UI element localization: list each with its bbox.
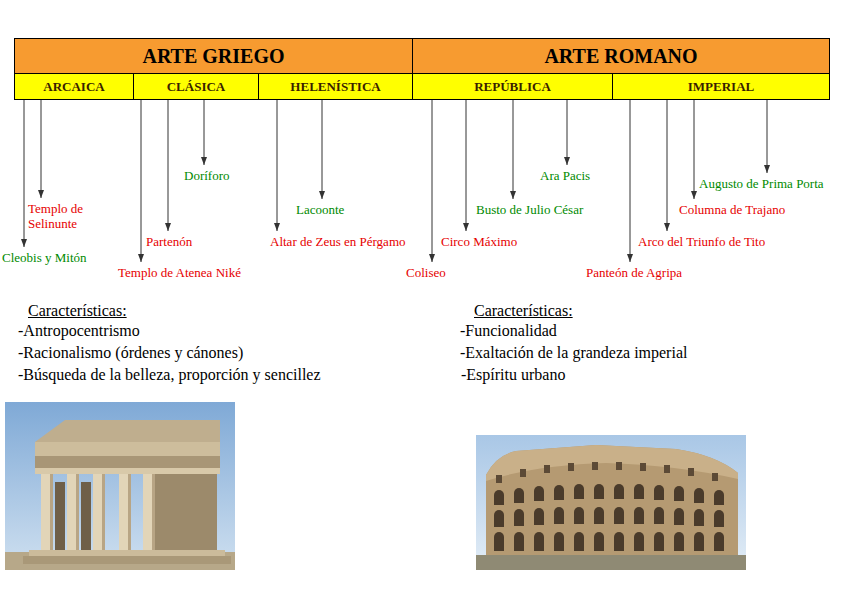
leader-arrow bbox=[322, 100, 323, 199]
period-box: HELENÍSTICA bbox=[258, 73, 413, 100]
leader-arrow bbox=[24, 100, 25, 247]
node-text: HELENÍSTICA bbox=[290, 79, 380, 95]
group-band: ARTE GRIEGO bbox=[14, 38, 413, 74]
node-text: Templo de Atenea Niké bbox=[118, 265, 241, 280]
node-text: Altar de Zeus en Pérgamo bbox=[270, 234, 406, 249]
period-box: IMPERIAL bbox=[612, 73, 830, 100]
leader-arrow bbox=[41, 100, 42, 198]
leader-arrow bbox=[168, 100, 169, 231]
section-heading: Características: bbox=[28, 301, 127, 320]
feature-item: -Racionalismo (órdenes y cánones) bbox=[18, 343, 243, 362]
leader-arrow bbox=[432, 100, 433, 262]
node-text: Arco del Triunfo de Tito bbox=[638, 234, 765, 249]
feature-item: -Exaltación de la grandeza imperial bbox=[460, 343, 687, 362]
node-text: IMPERIAL bbox=[688, 79, 754, 95]
node-text: REPÚBLICA bbox=[474, 79, 551, 95]
leader-arrow bbox=[767, 100, 768, 173]
node-text: Coliseo bbox=[406, 265, 446, 280]
artwork-label: Busto de Julio César bbox=[476, 202, 583, 217]
artwork-label: Panteón de Agripa bbox=[586, 265, 682, 280]
artwork-label: Circo Máximo bbox=[441, 234, 517, 249]
leader-arrow bbox=[513, 100, 514, 199]
node-text: Cleobis y Mitón bbox=[2, 250, 87, 265]
node-text: ARTE GRIEGO bbox=[142, 45, 284, 68]
group-band: ARTE ROMANO bbox=[412, 38, 830, 74]
feature-item: -Espíritu urbano bbox=[461, 365, 565, 384]
artwork-label: Templo de Selinunte bbox=[28, 201, 100, 231]
node-text: CLÁSICA bbox=[167, 79, 226, 95]
node-text: Busto de Julio César bbox=[476, 202, 583, 217]
temple-photo bbox=[5, 402, 235, 570]
leader-arrow bbox=[466, 100, 467, 231]
period-box: REPÚBLICA bbox=[412, 73, 613, 100]
feature-item: -Búsqueda de la belleza, proporción y se… bbox=[5, 365, 325, 384]
feature-item: -Antropocentrismo bbox=[18, 321, 140, 340]
artwork-label: Lacoonte bbox=[296, 202, 344, 217]
node-text: Doríforo bbox=[184, 168, 230, 183]
leader-arrow bbox=[204, 100, 205, 165]
node-text: Templo de Selinunte bbox=[28, 201, 100, 231]
artwork-label: Columna de Trajano bbox=[679, 202, 785, 217]
node-text: Circo Máximo bbox=[441, 234, 517, 249]
leader-arrow bbox=[630, 100, 631, 262]
feature-item: -Funcionalidad bbox=[460, 321, 557, 340]
period-box: ARCAICA bbox=[14, 73, 134, 100]
section-heading: Características: bbox=[474, 301, 573, 320]
leader-arrow bbox=[141, 100, 142, 262]
node-text: Lacoonte bbox=[296, 202, 344, 217]
leader-arrow bbox=[567, 100, 568, 165]
node-text: Columna de Trajano bbox=[679, 202, 785, 217]
artwork-label: Augusto de Prima Porta bbox=[699, 176, 824, 191]
artwork-label: Ara Pacis bbox=[540, 168, 590, 183]
node-text: Panteón de Agripa bbox=[586, 265, 682, 280]
node-text: Ara Pacis bbox=[540, 168, 590, 183]
artwork-label: Doríforo bbox=[184, 168, 230, 183]
artwork-label: Partenón bbox=[146, 234, 192, 249]
node-text: Partenón bbox=[146, 234, 192, 249]
node-text: ARTE ROMANO bbox=[544, 45, 697, 68]
leader-arrow bbox=[694, 100, 695, 199]
leader-arrow bbox=[277, 100, 278, 231]
node-text: ARCAICA bbox=[43, 79, 104, 95]
leader-arrow bbox=[667, 100, 668, 231]
artwork-label: Arco del Triunfo de Tito bbox=[638, 234, 765, 249]
artwork-label: Templo de Atenea Niké bbox=[118, 265, 241, 280]
node-text: Augusto de Prima Porta bbox=[699, 176, 824, 191]
artwork-label: Altar de Zeus en Pérgamo bbox=[270, 234, 406, 249]
colosseum-photo bbox=[476, 435, 746, 570]
artwork-label: Cleobis y Mitón bbox=[2, 250, 87, 265]
period-box: CLÁSICA bbox=[133, 73, 259, 100]
artwork-label: Coliseo bbox=[406, 265, 446, 280]
